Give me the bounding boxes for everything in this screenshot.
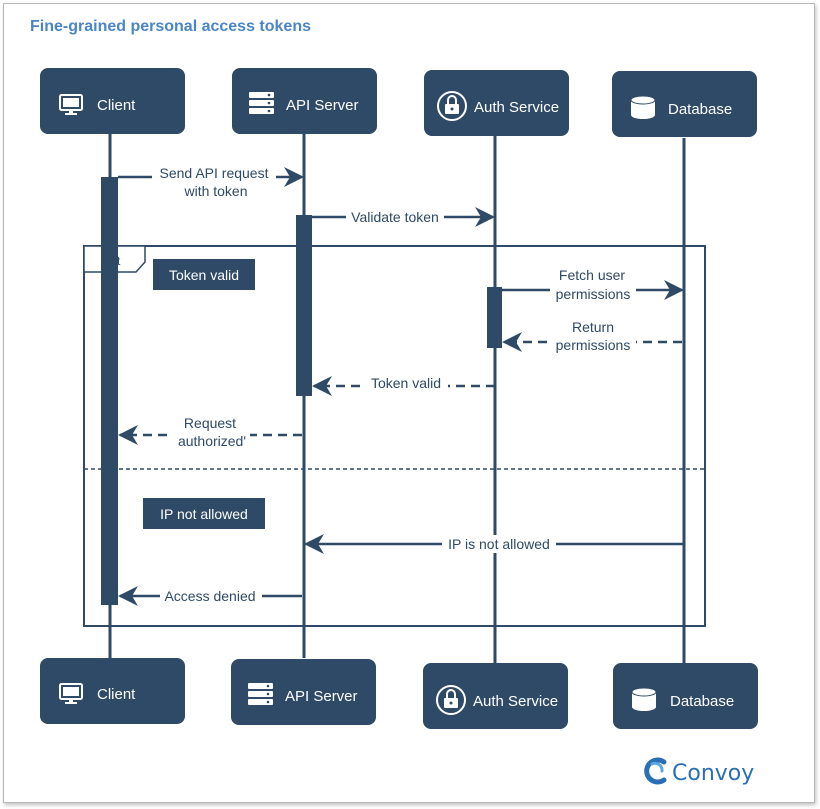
msg-return-permissions-line2: permissions (556, 337, 631, 353)
activation-auth-service (487, 287, 502, 348)
participant-auth-service-bottom: Auth Service (423, 663, 568, 729)
participant-auth-service-top: Auth Service (424, 70, 569, 136)
participant-database-top: Database (612, 71, 757, 137)
condition-note-ip-not-allowed (143, 498, 265, 529)
diagram-title: Fine-grained personal access tokens (30, 18, 311, 35)
msg-send-api-request-line2: with token (183, 183, 247, 199)
msg-access-denied: Access denied (164, 588, 255, 604)
convoy-logo-icon (644, 757, 667, 785)
participant-database-top-label: Database (668, 101, 732, 118)
participant-client-top-label: Client (97, 97, 136, 114)
msg-ip-not-allowed: IP is not allowed (448, 536, 550, 552)
participant-auth-service-top-label: Auth Service (474, 99, 559, 116)
database-icon (630, 95, 656, 119)
participant-api-server-bottom: API Server (231, 659, 376, 725)
server-icon (248, 683, 273, 705)
participant-database-bottom-label: Database (670, 693, 734, 710)
participant-client-bottom: Client (40, 658, 185, 724)
msg-fetch-permissions-line2: permissions (556, 286, 631, 302)
participant-auth-service-bottom-label: Auth Service (473, 693, 558, 710)
participant-api-server-bottom-label: API Server (285, 688, 358, 705)
monitor-icon (59, 94, 83, 115)
msg-validate-token: Validate token (351, 209, 439, 225)
monitor-icon (59, 683, 83, 704)
participant-api-server-top: API Server (232, 68, 377, 134)
activation-api-server (296, 215, 312, 396)
server-icon (249, 92, 274, 114)
msg-send-api-request-line1: Send API request (160, 165, 269, 181)
lock-icon (436, 685, 466, 715)
condition-note-ip-not-allowed-label: IP not allowed (160, 506, 248, 522)
lock-icon (437, 91, 467, 121)
msg-token-valid-reply: Token valid (371, 375, 441, 391)
condition-note-token-valid-label: Token valid (169, 267, 239, 283)
participant-client-top: Client (40, 68, 185, 134)
msg-return-permissions-line1: Return (572, 319, 614, 335)
database-icon (631, 687, 657, 711)
msg-fetch-permissions-line1: Fetch user (559, 267, 625, 283)
convoy-logo-text: Convoy (672, 761, 754, 786)
msg-request-authorized-line1: Request (184, 415, 236, 431)
alt-fragment (83, 245, 706, 627)
convoy-logo: Convoy (644, 757, 754, 786)
msg-request-authorized-line2: authorized' (178, 433, 246, 449)
participant-api-server-top-label: API Server (286, 97, 359, 114)
participant-database-bottom: Database (613, 663, 758, 729)
condition-note-token-valid (153, 259, 255, 290)
participant-client-bottom-label: Client (97, 686, 136, 703)
activation-client (101, 177, 118, 605)
